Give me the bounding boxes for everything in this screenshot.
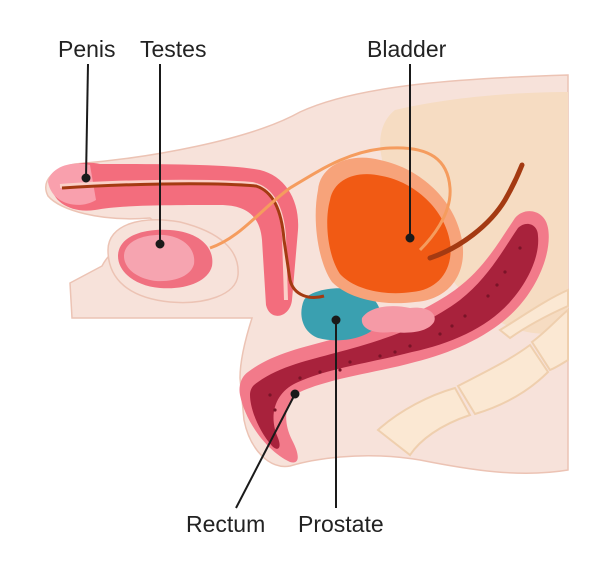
spine-bones — [376, 288, 569, 457]
testis-inner — [124, 234, 195, 282]
rectum-inner — [250, 223, 539, 449]
penis-shaft — [51, 162, 299, 316]
ejaculatory-duct — [427, 162, 525, 261]
urethral-duct — [61, 182, 325, 299]
seminal-vesicle — [361, 306, 435, 333]
prostate — [301, 288, 381, 341]
leader-lines — [81, 63, 415, 509]
label-rectum: Rectum — [186, 511, 266, 537]
label-penis: Penis — [58, 36, 116, 62]
rectum-texture — [268, 246, 522, 412]
vas-deferens — [209, 146, 452, 252]
bladder-inner — [327, 174, 451, 294]
label-testes: Testes — [140, 36, 207, 62]
label-prostate: Prostate — [298, 511, 384, 537]
label-bladder: Bladder — [367, 36, 447, 62]
